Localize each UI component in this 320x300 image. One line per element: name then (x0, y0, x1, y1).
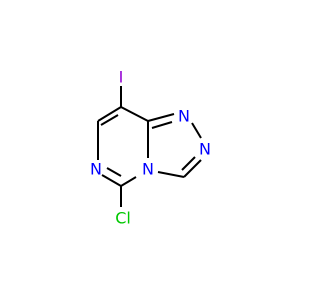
bond-c8a-n1 (147, 113, 175, 122)
bond-c3-n4 (157, 171, 185, 178)
atom-n-triazole-right: N (199, 140, 211, 159)
bond-n1-n2 (191, 122, 202, 139)
bond-n2-c3-inner (181, 156, 196, 171)
bond-n6-c5-inner (106, 167, 122, 177)
atom-n-bridgehead: N (142, 160, 154, 179)
bond-c8-c7 (97, 106, 122, 122)
bond-n2-c3 (183, 159, 202, 178)
atom-n-pyrimidine: N (90, 160, 102, 179)
bond-c8a-n1-inner (151, 121, 173, 129)
atom-n-triazole-top: N (178, 107, 190, 126)
bond-n6-c5 (101, 174, 122, 187)
bond-c8-c7-inner (100, 114, 119, 126)
atom-chlorine: Cl (115, 209, 131, 228)
bonds (97, 86, 202, 207)
atom-iodine: I (119, 68, 124, 87)
bond-c5-n4 (120, 176, 137, 187)
atom-labels: I Cl N N N N (90, 68, 211, 228)
bond-c8a-c8 (120, 106, 149, 122)
molecule-structure: I Cl N N N N (90, 68, 211, 228)
